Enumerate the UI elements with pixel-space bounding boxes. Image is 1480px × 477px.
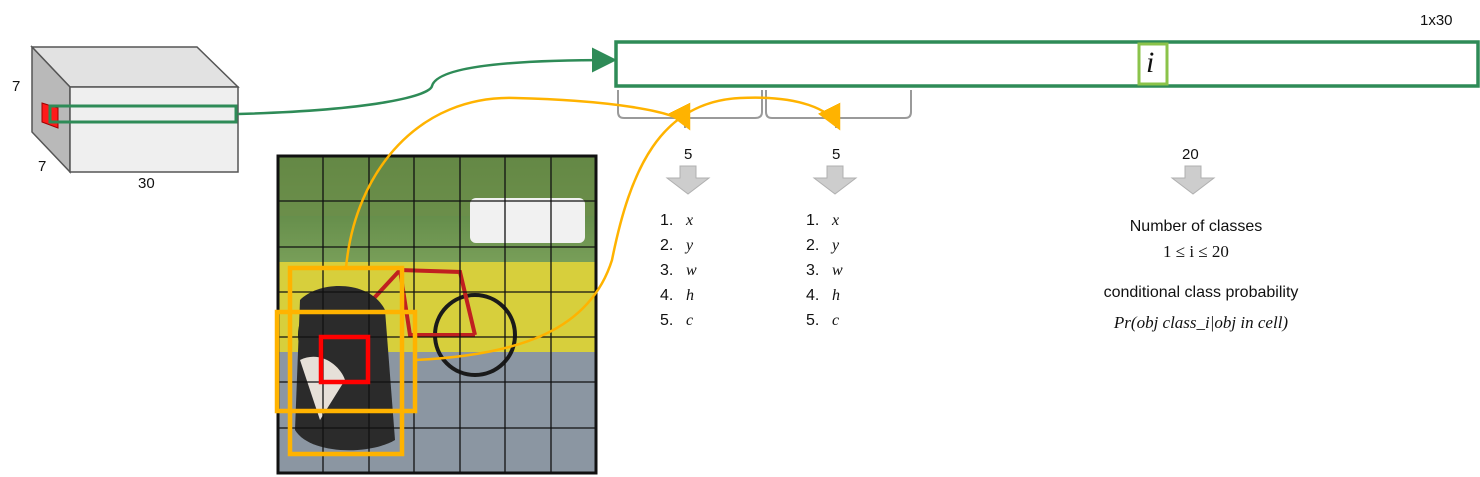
box2-to-bracket-arrow (414, 96, 841, 362)
down-arrow-2 (812, 165, 858, 195)
cube-to-vector-arrow (237, 47, 617, 116)
list-item: 1.x (806, 212, 840, 229)
list-item: 2.y (806, 237, 840, 254)
list-item: 4.h (660, 287, 694, 304)
vector-index-label: i (1146, 46, 1155, 79)
list-item: 3.w (660, 262, 697, 279)
classes-range: 1 ≤ i ≤ 20 (1163, 242, 1229, 261)
responsible-grid-cell (318, 334, 371, 385)
bounding-box-2 (274, 309, 418, 414)
bracket-box-1 (617, 90, 763, 128)
output-tensor-cube (30, 45, 240, 174)
list-item: 5.c (660, 312, 694, 329)
classes-title: Number of classes (1129, 218, 1263, 235)
box1-parameter-list: 1.x 2.y 3.w 4.h 5.c (660, 208, 697, 333)
tensor-width-label: 30 (138, 175, 155, 192)
down-arrow-1 (665, 165, 711, 195)
vector-size-label: 1x30 (1420, 12, 1453, 29)
conditional-prob-title: conditional class probability (1103, 284, 1299, 301)
class-index-highlight (1137, 42, 1169, 86)
list-item: 3.w (806, 262, 843, 279)
input-image-grid (274, 154, 598, 475)
box1-to-bracket-arrow (344, 96, 691, 269)
photo-car (470, 198, 585, 243)
list-item: 5.c (806, 312, 840, 329)
bracket-box-2 (765, 90, 912, 128)
tensor-height-label: 7 (12, 78, 21, 95)
list-item: 2.y (660, 237, 694, 254)
group-3-count: 20 (1182, 146, 1199, 163)
list-item: 4.h (806, 287, 840, 304)
down-arrow-3 (1170, 165, 1216, 195)
tensor-depth-label: 7 (38, 158, 47, 175)
conditional-prob-formula: Pr(obj class_i|obj in cell) (1113, 313, 1289, 332)
cube-cell-depth-highlight (48, 104, 238, 124)
box2-parameter-list: 1.x 2.y 3.w 4.h 5.c (806, 208, 843, 333)
cube-front-face (69, 86, 239, 173)
group-2-count: 5 (832, 146, 841, 163)
group-1-count: 5 (684, 146, 693, 163)
list-item: 1.x (660, 212, 694, 229)
output-vector-bar (614, 40, 1480, 88)
